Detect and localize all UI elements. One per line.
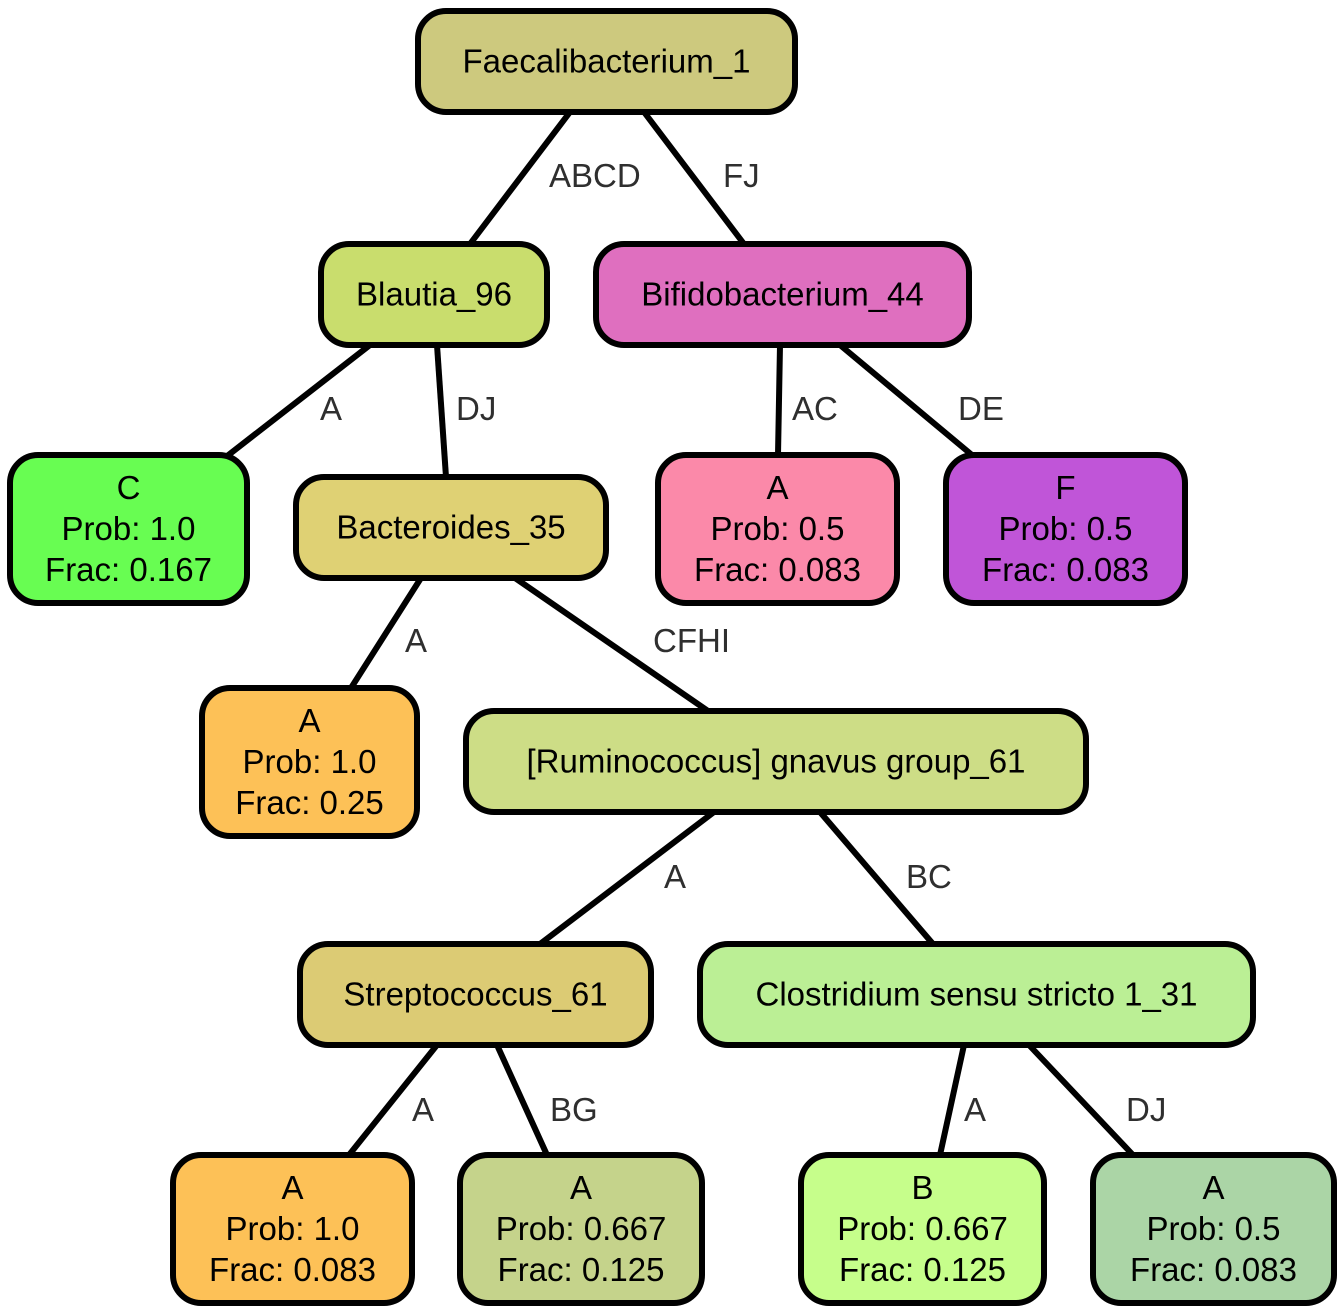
node-root: Faecalibacterium_1 xyxy=(415,8,798,115)
edge-blautia-to-bacteroides xyxy=(434,342,449,480)
node-frac-label: Frac: 0.125 xyxy=(498,1251,665,1288)
node-box xyxy=(170,1152,415,1306)
node-prob-label: Prob: 0.5 xyxy=(999,510,1133,547)
node-title: Faecalibacterium_1 xyxy=(463,43,751,80)
edge-label: FJ xyxy=(723,157,760,194)
edge-clostri-to-leaf_b xyxy=(937,1042,967,1158)
edge-root-to-bifido xyxy=(641,109,747,247)
node-box xyxy=(297,941,654,1048)
edge-label: BC xyxy=(906,858,952,895)
node-box xyxy=(457,1152,705,1306)
node-clostri: Clostridium sensu stricto 1_31 xyxy=(697,941,1256,1048)
node-prob-label: Prob: 0.5 xyxy=(1147,1210,1281,1247)
edge-bifido-to-leaf_f xyxy=(837,342,975,458)
node-box xyxy=(415,8,798,115)
edge-label: AC xyxy=(792,390,838,427)
edges-layer xyxy=(219,109,1136,1158)
edge-label: CFHI xyxy=(653,622,730,659)
edge-label: DJ xyxy=(1126,1091,1166,1128)
node-box xyxy=(697,941,1256,1048)
edge-blautia-to-leaf_c xyxy=(219,342,373,463)
node-class-label: A xyxy=(281,1169,303,1206)
edge-bacteroides-to-leaf_a_bac xyxy=(348,575,424,691)
node-strepto: Streptococcus_61 xyxy=(297,941,654,1048)
node-class-label: A xyxy=(298,702,320,739)
edge-strepto-to-leaf_a_bg xyxy=(494,1042,550,1158)
node-box xyxy=(7,452,250,606)
node-frac-label: Frac: 0.167 xyxy=(45,551,212,588)
edge-label: DJ xyxy=(456,390,496,427)
edge-root-to-blautia xyxy=(467,109,573,247)
node-rumino: [Ruminococcus] gnavus group_61 xyxy=(463,708,1089,815)
node-box xyxy=(943,452,1188,606)
node-title: Clostridium sensu stricto 1_31 xyxy=(755,976,1197,1013)
edge-bifido-to-leaf_a_ac xyxy=(775,342,783,458)
edge-clostri-to-leaf_a_dj xyxy=(1026,1042,1136,1158)
node-box xyxy=(593,241,972,348)
edge-label: ABCD xyxy=(549,157,641,194)
node-frac-label: Frac: 0.083 xyxy=(1130,1251,1297,1288)
node-class-label: A xyxy=(1202,1169,1224,1206)
node-prob-label: Prob: 0.667 xyxy=(496,1210,667,1247)
node-box xyxy=(293,474,609,581)
node-class-label: A xyxy=(570,1169,592,1206)
node-prob-label: Prob: 1.0 xyxy=(243,743,377,780)
edge-rumino-to-strepto xyxy=(537,809,717,947)
node-prob-label: Prob: 1.0 xyxy=(62,510,196,547)
edge-rumino-to-clostri xyxy=(817,809,936,947)
node-class-label: A xyxy=(766,469,788,506)
edge-label: A xyxy=(964,1091,986,1128)
edge-label: DE xyxy=(958,390,1004,427)
edge-label: A xyxy=(664,858,686,895)
node-blautia: Blautia_96 xyxy=(318,241,550,348)
node-class-label: C xyxy=(117,469,141,506)
node-title: Bifidobacterium_44 xyxy=(641,276,924,313)
node-box xyxy=(318,241,550,348)
edge-labels-layer: ABCD FJ A DJ AC DE A CFHI A BC A BG A DJ xyxy=(320,157,1166,1128)
node-frac-label: Frac: 0.125 xyxy=(839,1251,1006,1288)
node-prob-label: Prob: 0.667 xyxy=(837,1210,1008,1247)
edge-strepto-to-leaf_a_str xyxy=(346,1042,440,1158)
node-title: [Ruminococcus] gnavus group_61 xyxy=(527,743,1026,780)
edge-bacteroides-to-rumino xyxy=(512,575,711,714)
node-frac-label: Frac: 0.25 xyxy=(235,784,384,821)
node-prob-label: Prob: 1.0 xyxy=(226,1210,360,1247)
node-class-label: F xyxy=(1055,469,1075,506)
node-class-label: B xyxy=(911,1169,933,1206)
node-prob-label: Prob: 0.5 xyxy=(711,510,845,547)
node-box xyxy=(199,685,420,839)
node-title: Blautia_96 xyxy=(356,276,512,313)
node-bifido: Bifidobacterium_44 xyxy=(593,241,972,348)
node-bacteroides: Bacteroides_35 xyxy=(293,474,609,581)
edge-label: A xyxy=(412,1091,434,1128)
node-title: Streptococcus_61 xyxy=(343,976,607,1013)
node-frac-label: Frac: 0.083 xyxy=(694,551,861,588)
node-box xyxy=(798,1152,1047,1306)
node-frac-label: Frac: 0.083 xyxy=(982,551,1149,588)
edge-label: A xyxy=(320,390,342,427)
edge-label: A xyxy=(405,622,427,659)
node-box xyxy=(1090,1152,1337,1306)
node-box xyxy=(463,708,1089,815)
edge-label: BG xyxy=(550,1091,598,1128)
node-box xyxy=(655,452,900,606)
node-frac-label: Frac: 0.083 xyxy=(209,1251,376,1288)
node-title: Bacteroides_35 xyxy=(336,509,565,546)
